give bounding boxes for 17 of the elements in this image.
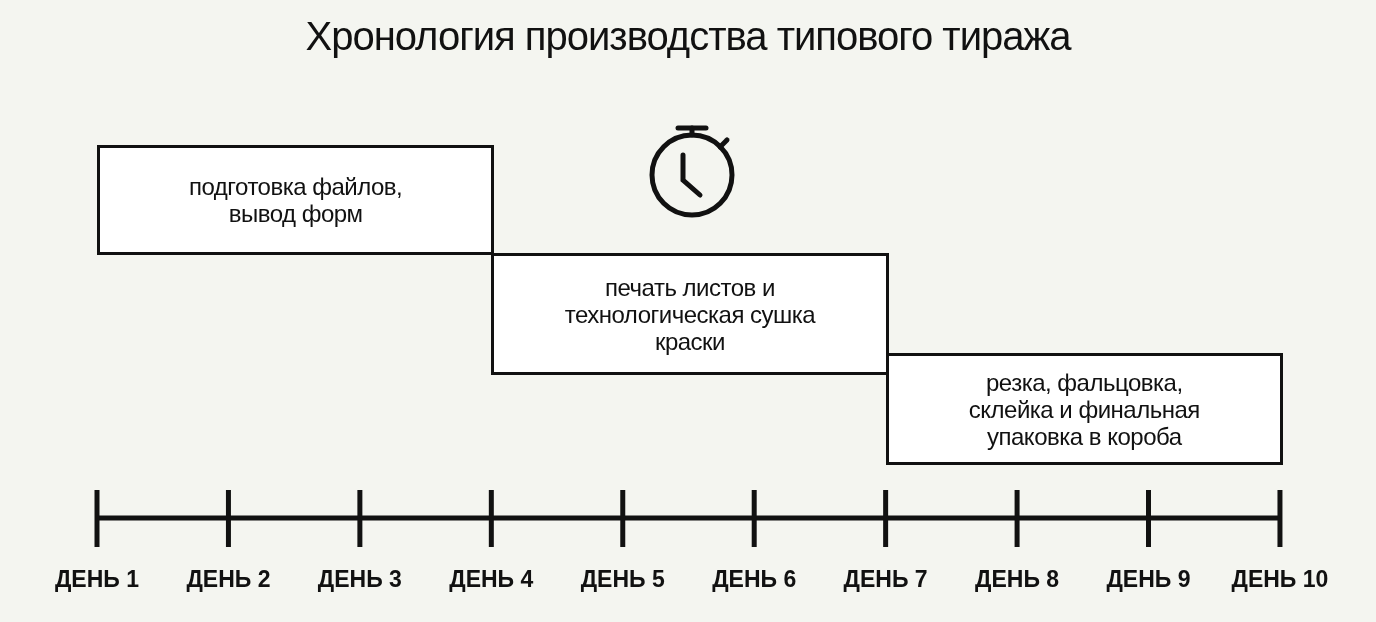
stage-text: подготовка файлов, вывод форм bbox=[188, 173, 404, 227]
day-label: ДЕНЬ 7 bbox=[842, 566, 929, 593]
day-label: ДЕНЬ 4 bbox=[448, 566, 535, 593]
stage-box bbox=[885, 353, 1283, 465]
stage-text: резка, фальцовка, склейка и финальная упаковка в короба bbox=[967, 368, 1201, 450]
day-label: ДЕНЬ 5 bbox=[579, 566, 666, 593]
day-label: ДЕНЬ 2 bbox=[185, 566, 272, 593]
chart-title: Хронология производства типового тиража bbox=[304, 14, 1073, 59]
day-label: ДЕНЬ 1 bbox=[53, 566, 141, 593]
stage-text: печать листов и технологическая сушка краски bbox=[563, 273, 817, 355]
stage-box bbox=[97, 145, 495, 255]
day-label: ДЕНЬ 10 bbox=[1230, 566, 1330, 593]
day-label: ДЕНЬ 9 bbox=[1105, 566, 1192, 593]
day-label: ДЕНЬ 8 bbox=[974, 566, 1061, 593]
day-label: ДЕНЬ 6 bbox=[711, 566, 798, 593]
day-label: ДЕНЬ 3 bbox=[316, 566, 403, 593]
stage-box bbox=[491, 253, 889, 375]
